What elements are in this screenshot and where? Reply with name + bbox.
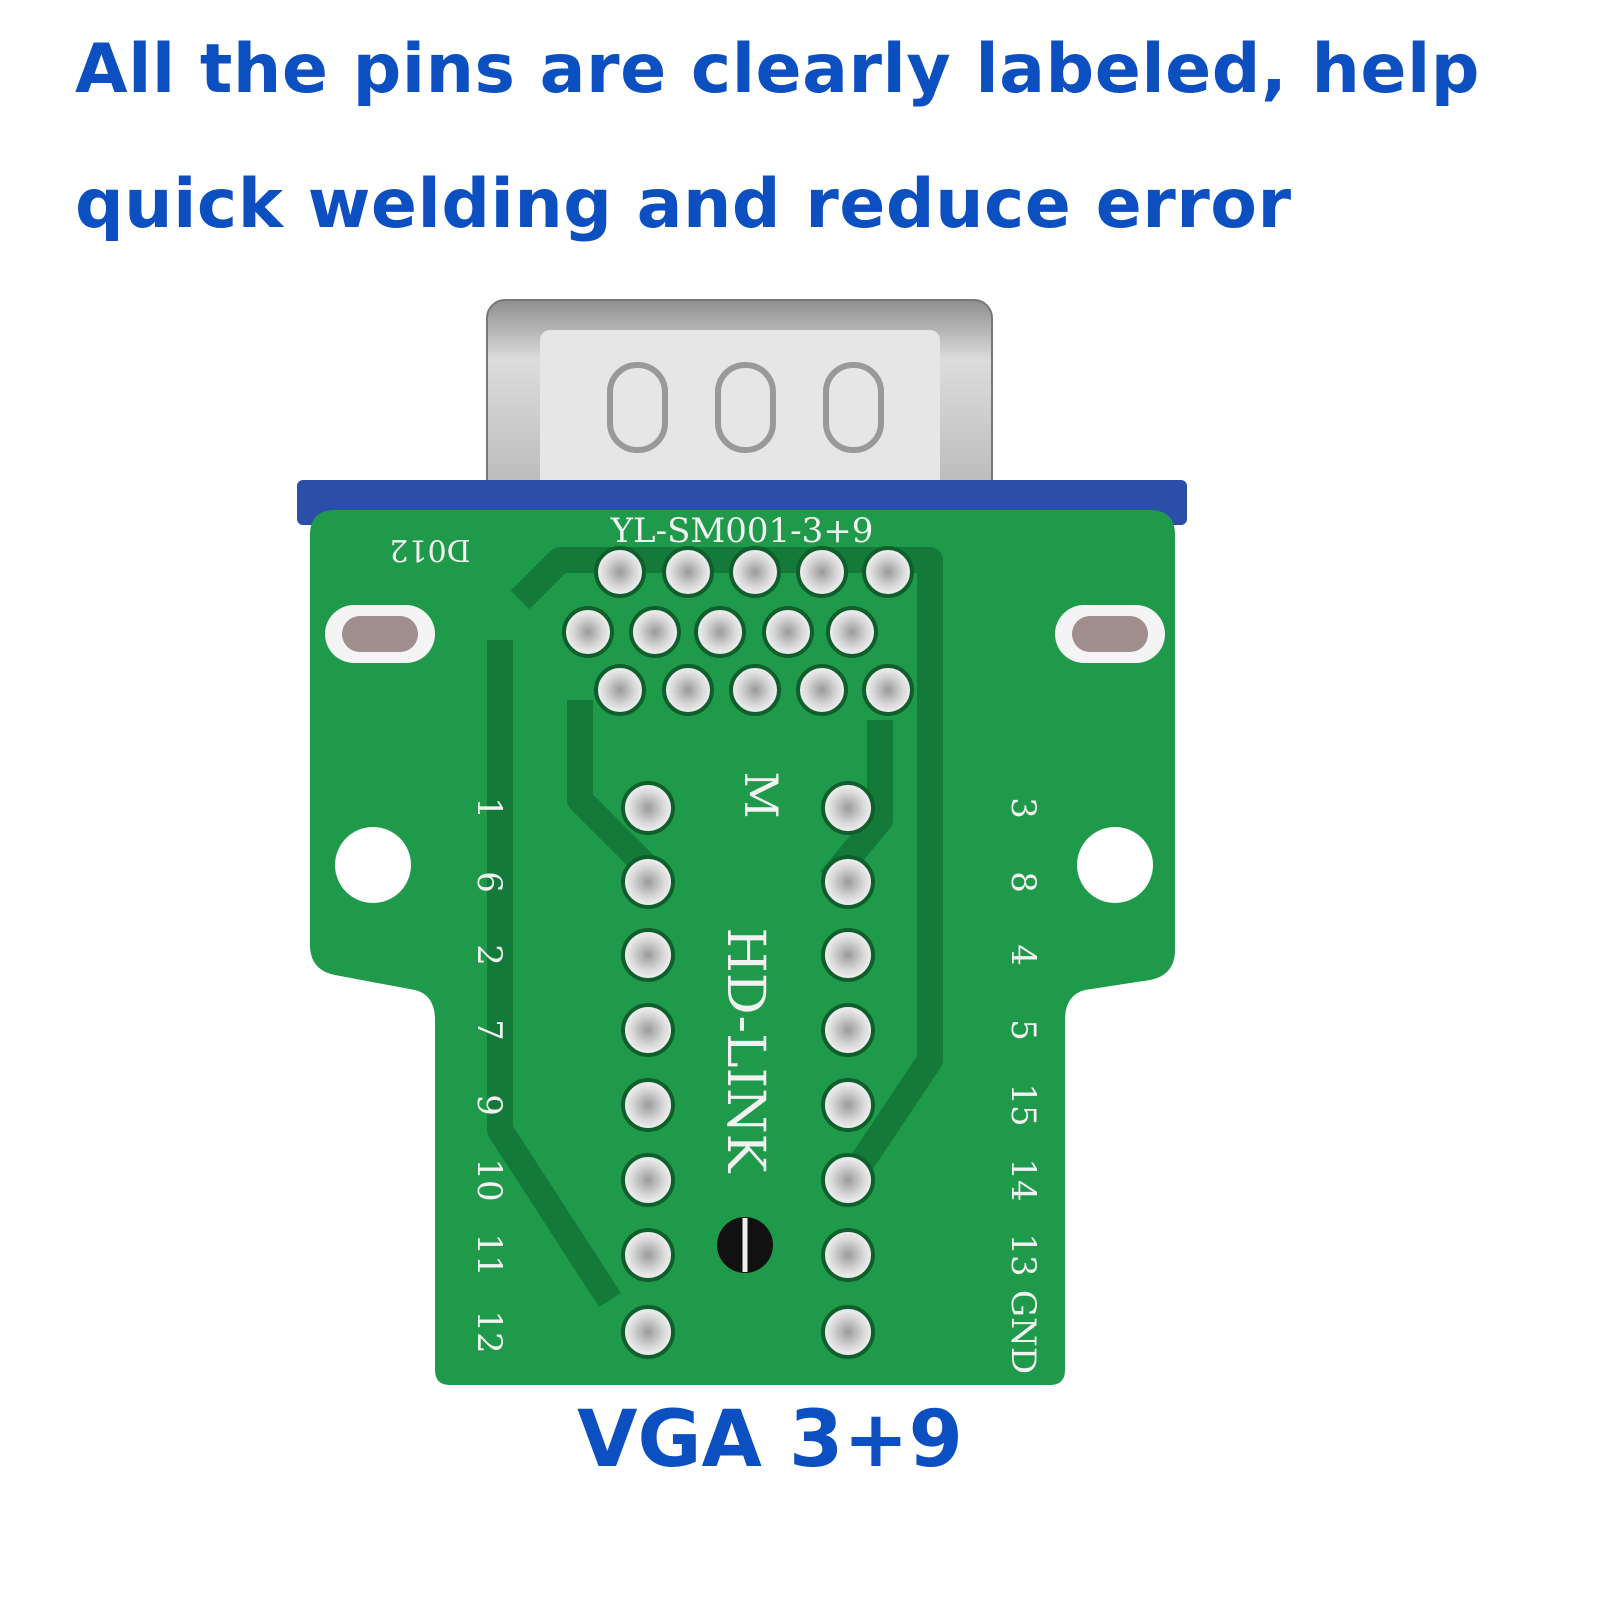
solder-pad bbox=[694, 606, 746, 658]
brand-label: HD-LINK bbox=[715, 928, 775, 1174]
solder-pads bbox=[562, 546, 914, 1359]
right-pin-label: 15 bbox=[1003, 1083, 1043, 1126]
solder-pad bbox=[621, 855, 675, 909]
solder-pad bbox=[821, 1228, 875, 1282]
right-pin-label: 14 bbox=[1003, 1158, 1043, 1201]
left-pin-label: 2 bbox=[469, 944, 509, 966]
right-mount-hole bbox=[1077, 827, 1153, 903]
solder-pad bbox=[821, 781, 875, 835]
headline-line-2: quick welding and reduce error bbox=[75, 165, 1292, 244]
right-pin-label: 4 bbox=[1003, 944, 1043, 966]
pcb-traces bbox=[487, 547, 943, 1308]
right-pin-label: 13 bbox=[1003, 1233, 1043, 1276]
solder-pad bbox=[562, 606, 614, 658]
solder-pad bbox=[821, 1003, 875, 1057]
left-pin-label: 9 bbox=[469, 1094, 509, 1116]
solder-pad bbox=[621, 928, 675, 982]
solder-pad bbox=[796, 546, 848, 598]
solder-pad bbox=[662, 546, 714, 598]
code-label: D012 bbox=[389, 532, 470, 567]
left-pin-label: 12 bbox=[469, 1310, 509, 1353]
left-pin-label: 10 bbox=[469, 1158, 509, 1201]
solder-pad bbox=[621, 1003, 675, 1057]
solder-pad bbox=[821, 1305, 875, 1359]
solder-pad bbox=[621, 1078, 675, 1132]
solder-pad bbox=[862, 546, 914, 598]
left-pin-label: 6 bbox=[469, 871, 509, 893]
model-label: YL-SM001-3+9 bbox=[610, 511, 874, 551]
solder-pad bbox=[621, 781, 675, 835]
left-mount-hole bbox=[335, 827, 411, 903]
solder-pad bbox=[621, 1305, 675, 1359]
solder-pad bbox=[862, 664, 914, 716]
solder-pad bbox=[821, 855, 875, 909]
solder-pad bbox=[821, 1153, 875, 1207]
caption: VGA 3+9 bbox=[577, 1395, 963, 1485]
solder-pad bbox=[826, 606, 878, 658]
right-pin-label: GND bbox=[1003, 1290, 1043, 1374]
right-pin-label: 3 bbox=[1003, 797, 1043, 819]
left-pin-label: 11 bbox=[469, 1233, 509, 1276]
right-pin-label: 5 bbox=[1003, 1019, 1043, 1041]
solder-pad bbox=[729, 664, 781, 716]
solder-pad bbox=[729, 546, 781, 598]
solder-pad bbox=[629, 606, 681, 658]
headline-line-1: All the pins are clearly labeled, help bbox=[75, 30, 1480, 109]
solder-pad bbox=[762, 606, 814, 658]
solder-pad bbox=[621, 1153, 675, 1207]
right-pin-label: 8 bbox=[1003, 871, 1043, 893]
left-pin-label: 1 bbox=[469, 797, 509, 819]
solder-pad bbox=[821, 928, 875, 982]
solder-pad bbox=[821, 1078, 875, 1132]
mark-label: M bbox=[734, 771, 788, 818]
solder-pad bbox=[621, 1228, 675, 1282]
solder-pad bbox=[594, 546, 646, 598]
left-pin-label: 7 bbox=[469, 1019, 509, 1041]
d-sub-connector bbox=[297, 299, 1187, 525]
solder-pad bbox=[796, 664, 848, 716]
solder-pad bbox=[594, 664, 646, 716]
solder-pad bbox=[662, 664, 714, 716]
